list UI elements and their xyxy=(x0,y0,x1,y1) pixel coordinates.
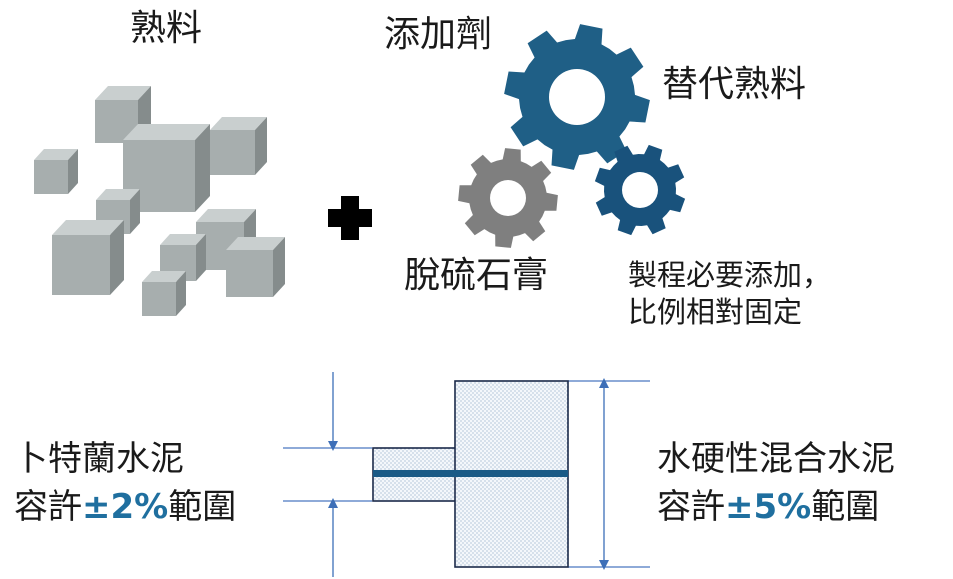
plus-icon xyxy=(328,196,372,240)
cubes-icon xyxy=(34,86,285,316)
tolerance-value: ±2% xyxy=(82,487,169,527)
tolerance-suffix: 範圍 xyxy=(811,487,880,527)
large-gear-icon xyxy=(504,24,650,170)
gypsum-label: 脫硫石膏 xyxy=(404,255,549,296)
fixed-note: 製程必要添加， 比例相對固定 xyxy=(628,257,831,331)
portland-cement-label: 卜特蘭水泥 xyxy=(14,439,184,479)
small-gear-icon xyxy=(594,144,686,236)
cube xyxy=(123,124,210,212)
additive-label: 添加劑 xyxy=(384,14,493,55)
tolerance-suffix: 範圍 xyxy=(168,487,237,527)
blended-cement-label: 水硬性混合水泥 xyxy=(657,439,895,479)
cube xyxy=(210,117,267,175)
gray-gear-icon xyxy=(458,148,558,248)
portland-tolerance-label: 容許±2%範圍 xyxy=(14,487,237,527)
tolerance-value: ±5% xyxy=(725,487,812,527)
cube xyxy=(52,220,124,295)
target-center-line xyxy=(373,470,568,477)
tolerance-prefix: 容許 xyxy=(14,487,82,527)
blended-tolerance-label: 容許±5%範圍 xyxy=(657,487,880,527)
fixed-note-line-1: 製程必要添加， xyxy=(628,258,832,292)
alt-clinker-label: 替代熟料 xyxy=(662,64,807,105)
cube xyxy=(226,237,285,297)
tolerance-prefix: 容許 xyxy=(657,487,725,527)
tolerance-diagram xyxy=(283,372,650,577)
clinker-label: 熟料 xyxy=(130,8,203,49)
fixed-note-line-2: 比例相對固定 xyxy=(628,295,803,330)
cube xyxy=(34,149,78,194)
cube xyxy=(142,271,186,316)
